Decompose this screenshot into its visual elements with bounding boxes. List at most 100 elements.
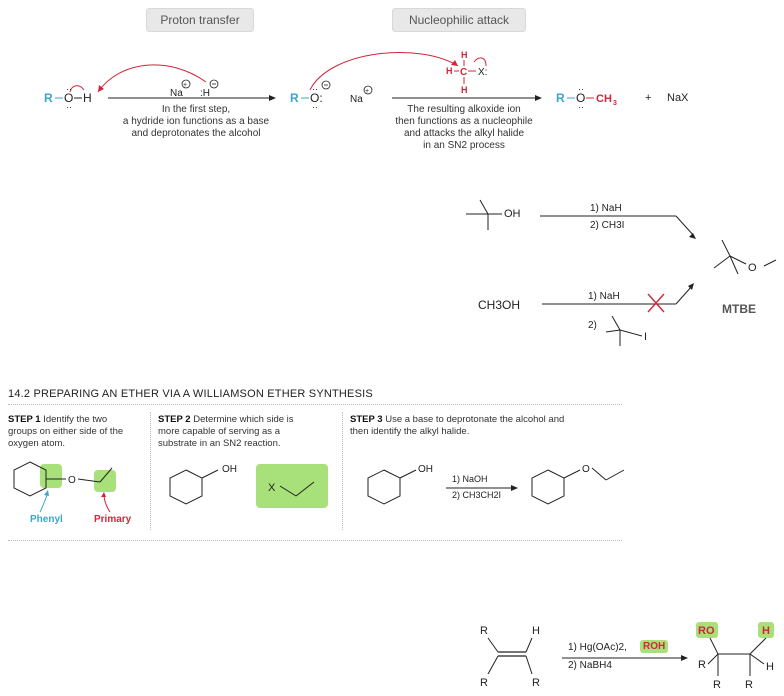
curved-arrow-2 [309, 52, 459, 91]
svg-text:3: 3 [613, 100, 617, 107]
svg-text:OH: OH [222, 464, 237, 475]
phenyl-label: Phenyl [30, 514, 63, 525]
nax-byproduct: NaX [667, 92, 689, 104]
small-arrow-h [69, 85, 85, 93]
step2-text: Determine which side is [193, 414, 294, 425]
svg-text:··: ·· [578, 84, 584, 94]
na-plus: Na [170, 88, 183, 99]
r-oh-h: H [83, 91, 92, 105]
svg-text:R: R [290, 91, 299, 105]
svg-text:H: H [446, 66, 453, 76]
svg-text:O: O [582, 464, 590, 475]
phenetole-product [531, 469, 565, 505]
svg-text:R: R [532, 677, 540, 689]
svg-text:H: H [532, 625, 540, 637]
step2-caption-line: The resulting alkoxide ion [407, 104, 521, 115]
step1-text: Identify the two [43, 414, 108, 425]
svg-text:H: H [766, 661, 774, 673]
ethyl-halide-highlight [256, 464, 328, 508]
step1-text: groups on either side of the [8, 426, 124, 437]
halide-x: X [268, 482, 276, 494]
hydride: :H [200, 88, 210, 99]
step1-text: oxygen atom. [8, 438, 66, 449]
svg-text:R: R [698, 659, 706, 671]
curved-arrow-3 [473, 57, 487, 67]
section-title: 14.2 PREPARING AN ETHER VIA A WILLIAMSON… [8, 388, 373, 400]
mtbe-structure [713, 239, 777, 275]
tag-proton-transfer: Proton transfer [146, 8, 254, 32]
step3-reagent-1: 1) NaOH [452, 474, 488, 484]
svg-text:H: H [461, 85, 468, 95]
svg-text:OH: OH [418, 464, 433, 475]
step1-caption-line: In the first step, [161, 104, 231, 115]
step3-phenol [367, 469, 401, 505]
step1-benzene [13, 461, 47, 497]
alkoxide-o: O: [310, 91, 323, 105]
step2-text: substrate in an SN2 reaction. [158, 438, 281, 449]
svg-text:O: O [68, 475, 76, 486]
methanol-label: CH3OH [478, 298, 521, 312]
alkyl-halide-c: C [460, 67, 467, 78]
step1-head: STEP 1 [8, 414, 41, 425]
step3-text: then identify the alkyl halide. [350, 426, 470, 437]
tbuoh-oh-label: OH [504, 208, 521, 220]
route2-reagent-1: 1) NaH [588, 291, 620, 302]
mtbe-label: MTBE [722, 302, 756, 316]
primary-label: Primary [94, 514, 132, 525]
route2-reagent-2: 2) [588, 320, 597, 331]
mechanism-scheme: R O ·· ·· H Na + :H R O: ·· ·· Na + H H … [44, 50, 617, 112]
route1-reagent-1: 1) NaH [590, 203, 622, 214]
svg-text:R: R [480, 625, 488, 637]
route1-reagent-2: 2) CH3I [590, 220, 625, 231]
svg-text:··: ·· [312, 102, 318, 112]
svg-text:··: ·· [66, 84, 72, 94]
curved-arrow-2-head [451, 60, 458, 66]
curved-arrow-1 [97, 64, 207, 93]
tag-nucleophilic-attack: Nucleophilic attack [392, 8, 526, 32]
roh-highlight: ROH [640, 640, 669, 653]
svg-text:R: R [745, 679, 753, 691]
curved-arrow-1-head [98, 85, 104, 92]
svg-text:O: O [748, 262, 757, 274]
step1-caption-line: and deprotonates the alcohol [131, 128, 261, 139]
svg-text:R: R [713, 679, 721, 691]
phenyl-highlight [40, 464, 62, 488]
oxymercuration-reagent-1: 1) Hg(OAc)2, [568, 642, 627, 653]
step-divider-2 [342, 412, 343, 530]
plus-sign: + [645, 92, 652, 104]
svg-text:H: H [762, 625, 770, 637]
svg-text:O: O [576, 91, 585, 105]
svg-text:+: + [365, 88, 369, 95]
ro-highlight [696, 622, 718, 638]
step2-block: STEP 2 Determine which side is more capa… [158, 414, 338, 450]
ether-product-ch3: CH [596, 93, 612, 105]
svg-text:I: I [644, 331, 647, 343]
step1-caption: In the first step, a hydride ion functio… [108, 104, 284, 140]
svg-text:··: ·· [66, 102, 72, 112]
primary-highlight [94, 470, 116, 492]
svg-text:R: R [556, 91, 565, 105]
step3-text: Use a base to deprotonate the alcohol an… [385, 414, 565, 425]
tert-butanol-structure [466, 199, 502, 230]
alkyl-halide-x: X: [478, 67, 487, 78]
step1-caption-line: a hydride ion functions as a base [122, 116, 270, 127]
tert-butyl-iodide-structure [605, 315, 643, 346]
section-divider-bottom [8, 540, 622, 541]
step-divider-1 [150, 412, 151, 530]
r-oh-o: O [64, 91, 73, 105]
step2-caption-line: and attacks the alkyl halide [403, 128, 525, 139]
svg-text:RO: RO [698, 625, 715, 637]
step2-caption-line: then functions as a nucleophile [395, 116, 533, 127]
mtbe-scheme: O I [466, 199, 777, 346]
blocked-route-x [647, 293, 665, 313]
oxymercuration-reagent-2: 2) NaBH4 [568, 660, 612, 671]
alkoxymercuration-scheme: R H R R RO H R R H R [480, 622, 774, 691]
svg-text:Na: Na [350, 94, 363, 105]
step2-phenol [169, 469, 203, 505]
step3-block: STEP 3 Use a base to deprotonate the alc… [350, 414, 620, 438]
step2-head: STEP 2 [158, 414, 191, 425]
svg-text:+: + [183, 82, 187, 89]
h-highlight [758, 622, 774, 638]
step2-caption: The resulting alkoxide ion then function… [388, 104, 540, 152]
williamson-structures: O OH X OH O [13, 461, 625, 513]
